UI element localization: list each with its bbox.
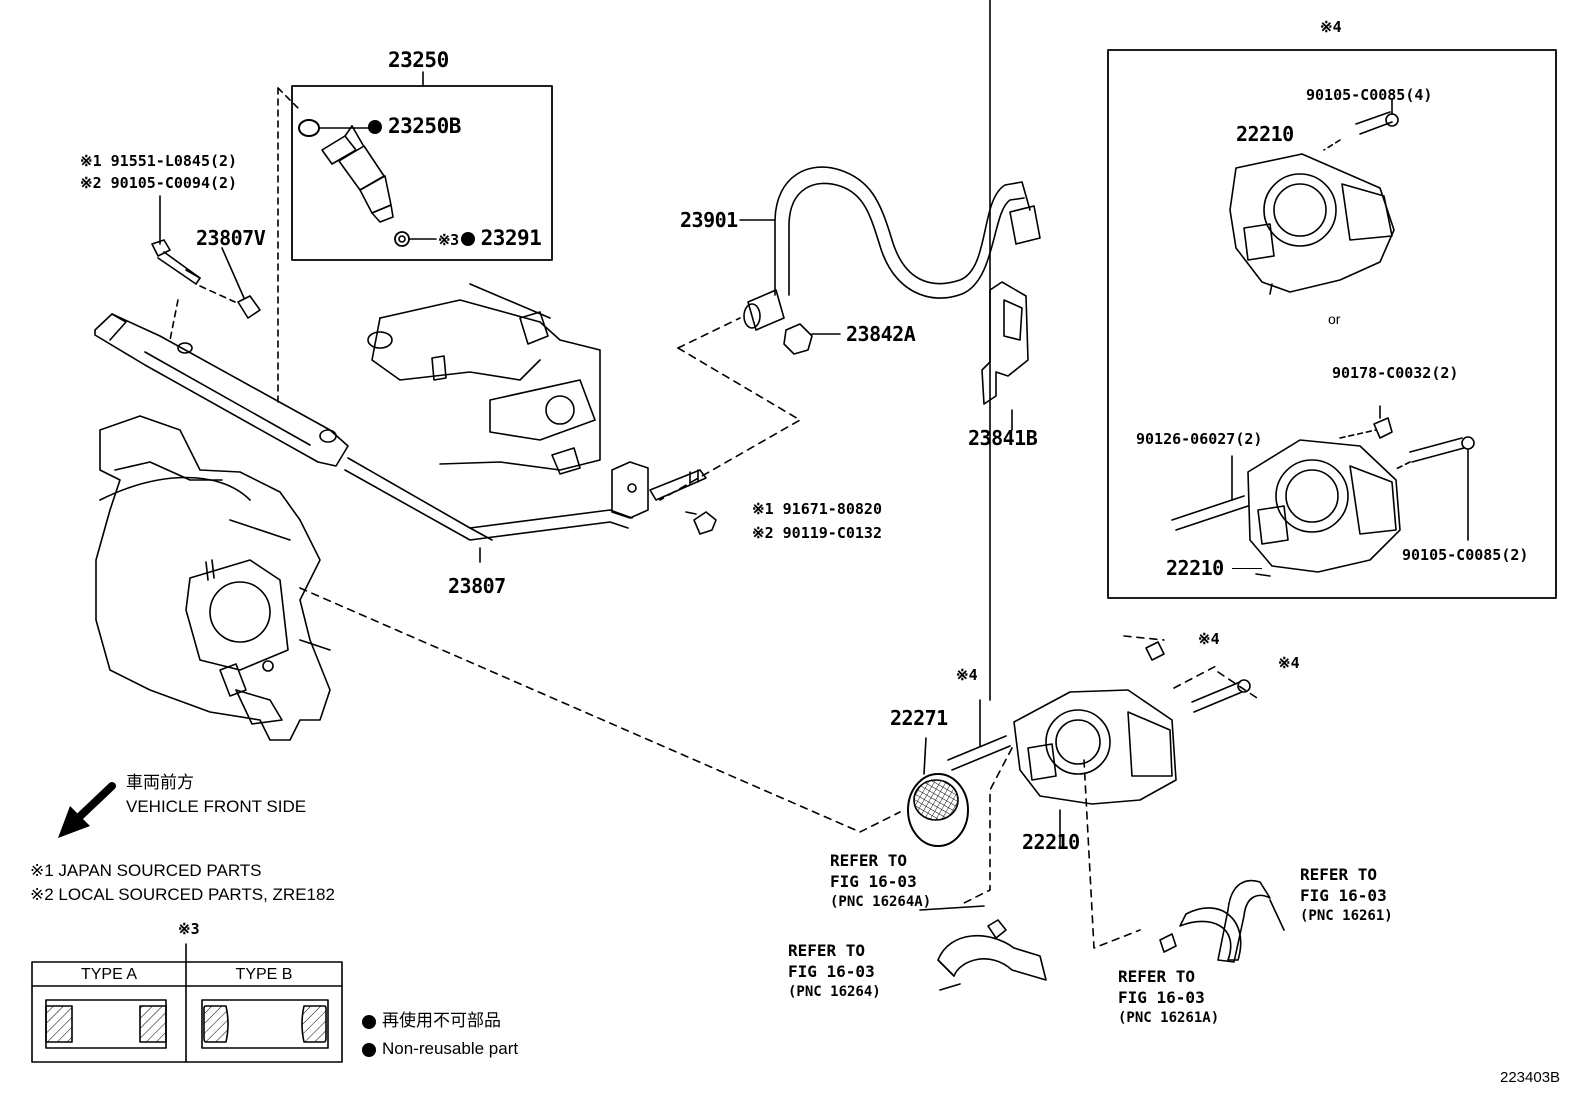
bolt-bracket	[685, 511, 717, 535]
bolt-rail	[151, 195, 261, 341]
marker-star4-a: ※4	[1198, 630, 1220, 648]
inset-marker: ※4	[1320, 18, 1342, 36]
nonreuse-jp: 再使用不可部品	[362, 1012, 501, 1029]
marker-star4-c: ※4	[956, 666, 978, 684]
label-91551: ※1 91551-L0845(2)	[80, 152, 238, 170]
leader-22210-b	[1232, 568, 1262, 569]
label-90126: 90126-06027(2)	[1136, 430, 1263, 448]
marker-star4-b: ※4	[1278, 654, 1300, 672]
label-90105-c0085-2: 90105-C0085(2)	[1402, 546, 1529, 564]
dashed-leaders	[299, 317, 1261, 949]
fuel-rail	[94, 313, 707, 563]
label-23807V: 23807V	[196, 226, 266, 250]
note-japan-sourced: ※1 JAPAN SOURCED PARTS	[30, 861, 262, 880]
bracket	[981, 281, 1029, 431]
label-22210-a: 22210	[1236, 122, 1294, 146]
inset-throttle-body-b	[1171, 405, 1475, 577]
inset-throttle-body-a	[1229, 99, 1399, 295]
label-22210-b: 22210	[1166, 556, 1224, 580]
type-a-header: TYPE A	[80, 966, 138, 983]
label-22210-main: 22210	[1022, 830, 1080, 854]
table-marker: ※3	[178, 920, 200, 938]
figure-id: 223403B	[1500, 1069, 1561, 1086]
label-90105-c0085-4: 90105-C0085(4)	[1306, 86, 1433, 104]
label-23842A: 23842A	[846, 322, 916, 346]
label-22271: 22271	[890, 706, 948, 730]
coolant-hoses	[919, 879, 1285, 991]
label-or: or	[1328, 311, 1341, 327]
label-23250: 23250	[388, 48, 449, 72]
note-local-sourced: ※2 LOCAL SOURCED PARTS, ZRE182	[30, 885, 335, 904]
gasket	[907, 737, 969, 847]
type-table	[31, 943, 343, 1063]
label-90119: ※2 90119-C0132	[752, 524, 882, 542]
label-23807: 23807	[448, 574, 506, 598]
label-23250B: 23250B	[368, 116, 461, 137]
injector-assembly	[277, 71, 553, 261]
nonreuse-en: Non-reusable part	[362, 1040, 518, 1057]
engine-head	[367, 283, 601, 475]
label-90105-c0094: ※2 90105-C0094(2)	[80, 174, 238, 192]
hose-clip	[783, 323, 841, 355]
inset-frame	[1107, 49, 1557, 599]
type-b-header: TYPE B	[235, 966, 293, 983]
front-label-jp: 車両前方	[126, 773, 194, 792]
label-23901: 23901	[680, 208, 738, 232]
label-91671: ※1 91671-80820	[752, 500, 882, 518]
throttle-body	[947, 0, 1251, 847]
front-arrow	[70, 782, 116, 826]
front-label-en: VEHICLE FRONT SIDE	[126, 797, 307, 816]
intake-manifold	[95, 415, 331, 741]
label-23841B: 23841B	[968, 426, 1038, 450]
label-90178: 90178-C0032(2)	[1332, 364, 1459, 382]
vacuum-hose	[739, 166, 1041, 331]
